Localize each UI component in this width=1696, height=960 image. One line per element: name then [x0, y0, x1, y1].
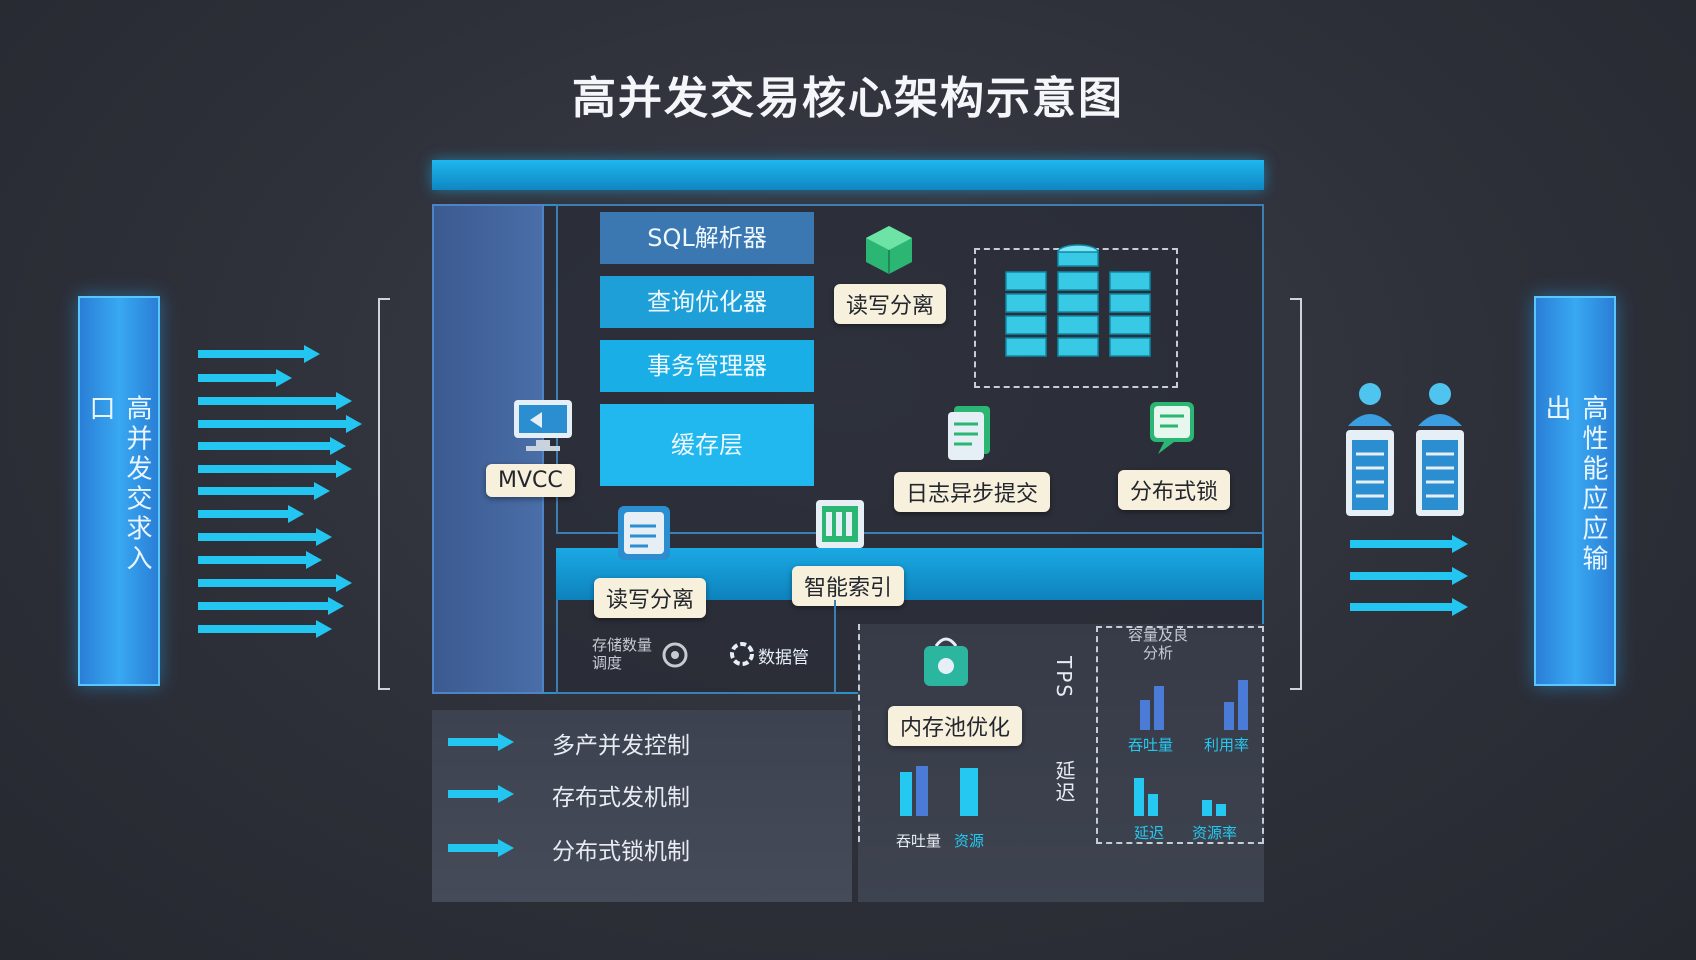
mem-pool-label: 内存池优化	[888, 706, 1023, 746]
bar	[1140, 700, 1150, 730]
arrow	[198, 415, 362, 433]
top-bar	[432, 160, 1264, 190]
left-pillar: 高并发交求入口	[78, 296, 160, 686]
bar	[1148, 794, 1158, 816]
chat-icon	[1146, 398, 1200, 462]
mechanism-arrow	[448, 785, 514, 803]
analysis-box	[1096, 626, 1264, 844]
tps-label: TPS	[1052, 656, 1076, 699]
bar	[1154, 686, 1164, 730]
bar-label: 资源	[954, 832, 985, 850]
mechanism-arrow	[448, 733, 514, 751]
transaction-manager-block: 事务管理器	[600, 340, 814, 392]
analysis-title: 容量及良 分析	[1128, 626, 1189, 662]
band-note-right: 数据管	[758, 648, 809, 668]
arrow	[198, 505, 304, 523]
index-icon	[812, 496, 868, 556]
outgoing-arrow	[1350, 598, 1468, 616]
bar-label: 吞吐量	[1128, 736, 1174, 754]
arrow	[198, 369, 292, 387]
arrow	[198, 437, 346, 455]
cache-layer-block: 缓存层	[600, 404, 814, 486]
arrow	[198, 460, 352, 478]
bar	[1202, 800, 1212, 816]
monitor-icon	[512, 398, 574, 458]
users-group	[1342, 382, 1472, 522]
left-bracket	[378, 298, 390, 690]
arrow	[198, 528, 332, 546]
gear-icon	[660, 640, 690, 674]
arrow	[198, 482, 330, 500]
left-column	[432, 204, 544, 694]
right-top-bars	[1138, 680, 1248, 730]
document-icon	[944, 404, 998, 466]
query-optimizer-block: 查询优化器	[600, 276, 814, 328]
right-pillar: 高性能应应输出	[1534, 296, 1616, 686]
bar	[916, 766, 928, 816]
outgoing-arrow	[1350, 535, 1468, 553]
mechanism-item: 分布式锁机制	[552, 839, 690, 865]
log-async-label: 日志异步提交	[894, 472, 1051, 512]
arrow	[198, 551, 322, 569]
mechanism-arrow	[448, 839, 514, 857]
clipboard-icon	[612, 500, 676, 568]
page-title: 高并发交易核心架构示意图	[572, 73, 1124, 124]
arrow	[198, 597, 344, 615]
right-bracket	[1290, 298, 1302, 690]
bag-icon	[918, 632, 974, 694]
bar	[1238, 680, 1248, 730]
inner-box	[556, 204, 1264, 534]
bar	[900, 772, 912, 816]
band-note-left: 存储数量 调度	[592, 636, 653, 672]
mvcc-label: MVCC	[486, 464, 575, 497]
bar-label: 吞吐量	[896, 832, 942, 850]
rw-split-bottom-label: 读写分离	[594, 578, 707, 618]
band-lower-box	[556, 600, 836, 694]
outgoing-arrow	[1350, 567, 1468, 585]
bar-label: 利用率	[1204, 736, 1250, 754]
dist-lock-label: 分布式锁	[1118, 470, 1231, 510]
bar	[960, 768, 978, 816]
bar-label: 延迟	[1134, 824, 1165, 842]
perf-divider	[858, 624, 860, 842]
bar	[1224, 702, 1234, 730]
server-cluster-icon	[1004, 242, 1164, 378]
bar	[1216, 804, 1226, 816]
mechanism-item: 多产并发控制	[552, 733, 690, 759]
arrow	[198, 345, 320, 363]
data-gear-icon	[728, 640, 756, 672]
cube-icon	[862, 222, 916, 280]
bar	[1134, 778, 1144, 816]
arrow	[198, 392, 352, 410]
latency-label: 延迟	[1052, 760, 1076, 804]
user-icon	[1346, 383, 1464, 516]
smart-index-label: 智能索引	[792, 566, 905, 606]
rw-split-top-label: 读写分离	[834, 284, 947, 324]
bar-label: 资源率	[1192, 824, 1238, 842]
mechanism-item: 存布式发机制	[552, 785, 690, 811]
arrow	[198, 574, 352, 592]
right-pillar-text: 高性能应应输出	[1541, 394, 1608, 575]
sql-parser-block: SQL解析器	[600, 212, 814, 264]
right-bottom-bars	[1132, 776, 1252, 816]
left-pillar-text: 高并发交求入口	[85, 394, 152, 575]
left-bars	[900, 764, 980, 816]
arrow	[198, 620, 332, 638]
